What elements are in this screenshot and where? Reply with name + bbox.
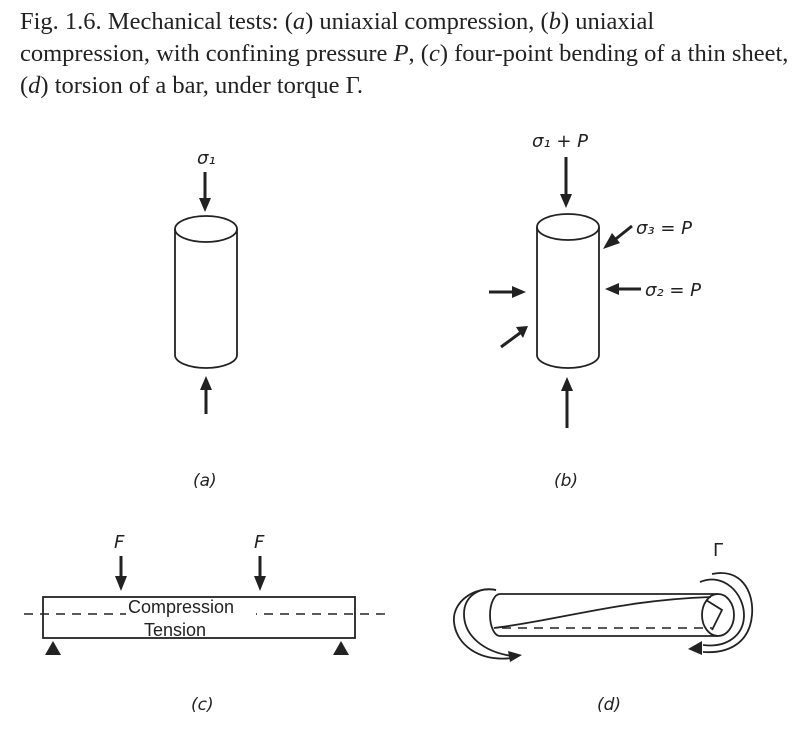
caption-text: , ( [408,40,429,67]
right-torque-arrow [688,572,753,655]
top-load-arrow [560,157,572,208]
caption-italic-b: b [548,8,561,35]
caption-text: Fig. 1.6. Mechanical tests: ( [20,8,293,35]
panel-label-d: (d) [597,695,621,715]
panel-label-a: (a) [193,471,217,491]
left-torque-arrow [453,588,522,662]
left-force-arrow [115,556,127,591]
compression-label: Compression [128,597,234,617]
top-load-arrow [199,172,211,212]
caption-italic-p: P [393,40,409,67]
figure-caption: Fig. 1.6. Mechanical tests: (a) uniaxial… [20,6,790,102]
panel-b-confined-compression: σ₁ + P σ₃ = P σ₂ = P [489,131,701,491]
caption-italic-d: d [28,72,41,99]
caption-text: ) four-point bending of a thin sheet, ( [20,40,789,99]
force-left-label: F [114,532,125,553]
bottom-load-arrow [200,376,212,414]
sigma3-arrow [603,224,633,249]
caption-text: ) torsion of a bar, under torque Γ. [40,72,363,99]
lower-left-pressure-arrow [500,326,528,349]
right-force-arrow [254,556,266,591]
panel-d-torsion: Γ (d) [453,540,753,715]
force-right-label: F [254,532,265,553]
thin-sheet-beam [42,596,356,639]
caption-text: ) uniaxial compression, ( [305,8,549,35]
sigma2-arrow [605,283,641,295]
left-support [45,641,61,655]
left-pressure-arrow [489,286,526,298]
panel-c-four-point-bending: F F Compression Tension (c) [24,532,388,715]
panel-label-b: (b) [554,471,578,491]
panel-a-uniaxial-compression: σ₁ (a) [174,148,238,491]
cylinder-a [174,215,238,369]
sigma1-plus-p-label: σ₁ + P [532,131,588,152]
caption-italic-c: c [428,40,440,67]
cylinder-b [536,213,600,369]
right-support [333,641,349,655]
sigma2-label: σ₂ = P [645,280,701,301]
caption-italic-a: a [292,8,306,35]
torque-label: Γ [713,540,723,561]
panel-label-c: (c) [191,695,214,715]
sigma1-label: σ₁ [197,148,216,169]
bar [489,593,735,637]
sigma3-label: σ₃ = P [636,218,692,239]
caption-text: ) uniaxial compression, with confining p… [20,8,655,67]
bottom-load-arrow [561,377,573,428]
tension-label: Tension [144,620,206,640]
